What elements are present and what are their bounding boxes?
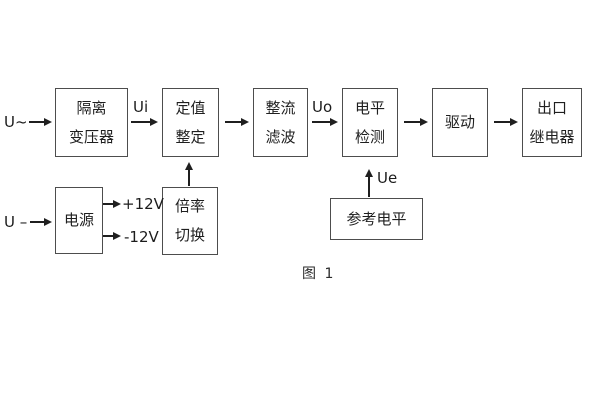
block-label: 电平	[354, 98, 385, 117]
block-label: 驱动	[444, 113, 475, 131]
block-label: 检测	[354, 127, 385, 146]
block-label: 电源	[63, 211, 94, 229]
block-driver: 驱动	[432, 88, 488, 157]
arrow-driver-to-relay-icon	[494, 118, 518, 126]
arrow-power-minus-rail-icon	[103, 232, 121, 240]
arrow-level-to-driver-icon	[404, 118, 428, 126]
block-label: 整定	[175, 127, 206, 146]
block-output-relay: 出口 继电器	[522, 88, 582, 157]
block-setpoint-adjust: 定值 整定	[162, 88, 219, 157]
arrow-input-dc-icon	[30, 218, 52, 226]
signal-label-u-ac: U~	[4, 113, 28, 131]
block-label: 定值	[175, 98, 206, 117]
block-label: 参考电平	[346, 209, 407, 228]
arrow-power-plus-rail-icon	[103, 200, 121, 208]
block-power-supply: 电源	[55, 187, 103, 254]
block-rectify-filter: 整流 滤波	[253, 88, 308, 157]
block-label: 整流	[265, 98, 296, 117]
arrow-input-ac-icon	[29, 118, 52, 126]
block-label: 倍率	[174, 197, 205, 215]
block-label: 变压器	[68, 127, 114, 146]
block-label: 隔离	[76, 98, 107, 117]
rail-label-minus12v: -12V	[124, 228, 159, 246]
block-label: 滤波	[265, 127, 296, 146]
block-level-detect: 电平 检测	[342, 88, 398, 157]
block-label: 出口	[536, 98, 567, 117]
block-label: 切换	[174, 226, 205, 244]
block-reference-level: 参考电平	[330, 198, 423, 240]
arrow-setpoint-to-rectify-icon	[225, 118, 249, 126]
figure-caption: 图 1	[302, 266, 336, 282]
arrow-reference-to-level-icon	[365, 169, 373, 197]
arrow-ratio-to-setpoint-icon	[185, 162, 193, 186]
signal-label-ui: Ui	[133, 98, 149, 116]
arrow-transformer-to-setpoint-icon	[131, 118, 158, 126]
rail-label-plus12v: +12V	[122, 195, 164, 213]
signal-label-u-dc: U –	[4, 213, 28, 231]
signal-label-uo: Uo	[312, 98, 333, 116]
signal-label-ue: Ue	[377, 169, 398, 187]
arrow-rectify-to-level-icon	[312, 118, 338, 126]
block-ratio-switch: 倍率 切换	[162, 187, 218, 255]
block-label: 继电器	[529, 127, 575, 146]
block-isolation-transformer: 隔离 变压器	[55, 88, 128, 157]
